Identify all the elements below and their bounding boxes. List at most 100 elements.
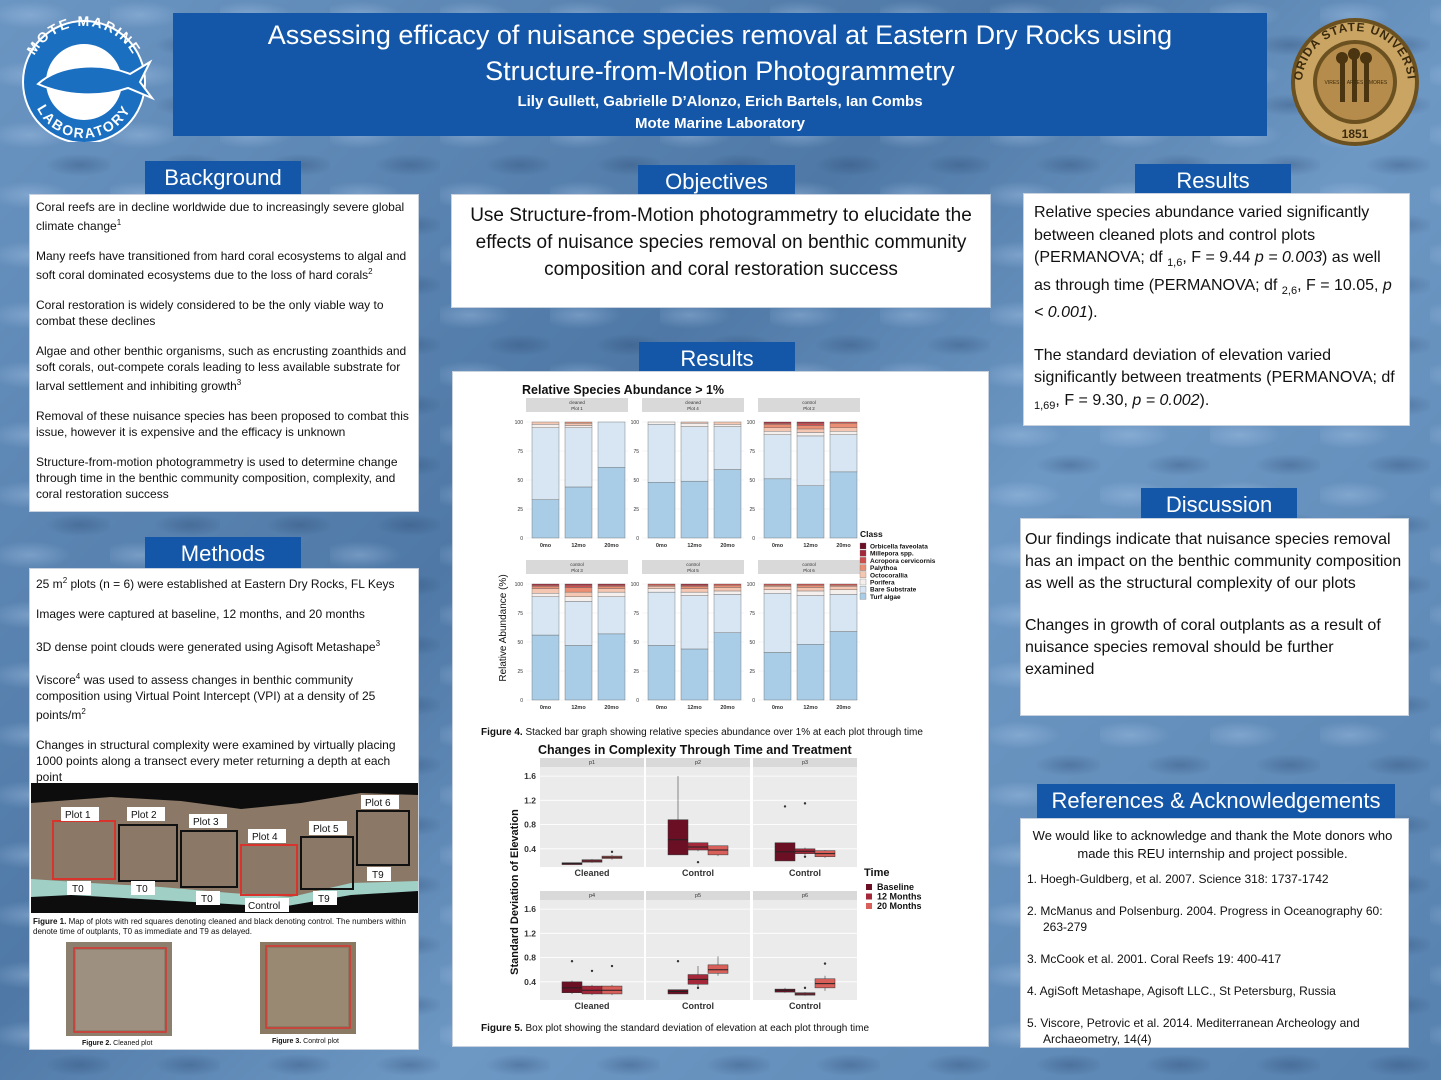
seal-year: 1851: [1342, 127, 1369, 141]
abundance-y-tick: 25: [749, 669, 755, 675]
abundance-strip-label: control: [686, 562, 700, 567]
abundance-x-tick: 12mo: [571, 543, 586, 549]
methods-p2: Images were captured at baseline, 12 mon…: [36, 607, 365, 621]
complexity-legend-swatch: [866, 893, 872, 900]
reference-item: 2. McManus and Polsenburg. 2004. Progres…: [1027, 904, 1383, 934]
abundance-y-tick: 100: [515, 582, 524, 588]
torches-icon: [1336, 48, 1372, 102]
abundance-bar-segment: [531, 588, 560, 594]
abundance-strip-label: Plot 4: [687, 406, 699, 411]
abundance-bar-segment: [531, 634, 560, 701]
title-banner: Assessing efficacy of nuisance species r…: [173, 13, 1267, 136]
abundance-y-tick: 50: [749, 478, 755, 484]
abundance-bar-segment: [647, 424, 676, 483]
abundance-bar-segment: [763, 478, 792, 539]
abundance-y-tick: 75: [517, 611, 523, 617]
abundance-bar-segment: [680, 648, 709, 701]
discussion-p2: Changes in growth of coral outplants as …: [1025, 617, 1381, 678]
abundance-legend-label: Turf algae: [870, 594, 901, 601]
abundance-bar-segment: [531, 583, 560, 586]
abundance-bar-segment: [829, 431, 858, 435]
complexity-outlier: [803, 986, 807, 990]
abundance-bar-segment: [796, 425, 825, 430]
abundance-chart-title: Relative Species Abundance > 1%: [522, 383, 724, 397]
abundance-strip-label: Plot 2: [803, 406, 815, 411]
abundance-legend-label: Acropora cervicornis: [870, 558, 936, 565]
abundance-bar-segment: [796, 485, 825, 539]
abundance-strip-label: cleaned: [569, 400, 585, 405]
abundance-x-tick: 0mo: [772, 543, 784, 549]
complexity-panel-strip: [753, 758, 857, 767]
abundance-bar-segment: [680, 588, 709, 593]
abundance-x-tick: 20mo: [720, 705, 735, 711]
abundance-bar-segment: [531, 424, 560, 428]
map-label: T0: [72, 884, 84, 895]
complexity-outlier: [696, 860, 700, 864]
map-label: Plot 2: [131, 810, 157, 821]
results-right-header: Results: [1135, 164, 1291, 198]
abundance-bar-segment: [647, 645, 676, 701]
abundance-bar-segment: [796, 595, 825, 645]
abundance-x-tick: 0mo: [540, 705, 552, 711]
abundance-y-label: Relative Abundance (%): [498, 574, 509, 681]
map-label: Control: [248, 901, 280, 912]
abundance-legend-label: Bare Substrate: [870, 587, 917, 594]
abundance-x-tick: 20mo: [604, 705, 619, 711]
abundance-bar-segment: [796, 584, 825, 588]
abundance-bar-segment: [597, 596, 626, 635]
abundance-y-tick: 50: [749, 640, 755, 646]
abundance-bar-segment: [564, 601, 593, 646]
abundance-strip-label: Plot 6: [803, 568, 815, 573]
abundance-y-tick: 50: [633, 478, 639, 484]
results-right-p1: Relative species abundance varied signif…: [1034, 204, 1392, 322]
abundance-bar-segment: [647, 421, 676, 425]
abundance-y-tick: 75: [633, 449, 639, 455]
abundance-bar-segment: [531, 586, 560, 589]
abundance-legend-swatch: [859, 586, 867, 593]
abundance-bar-segment: [597, 633, 626, 701]
abundance-x-tick: 12mo: [687, 705, 702, 711]
references-panel: We would like to acknowledge and thank t…: [1020, 818, 1409, 1048]
abundance-y-tick: 25: [517, 507, 523, 513]
abundance-legend-label: Porifera: [870, 580, 895, 587]
abundance-panel-strip: [758, 398, 860, 412]
abundance-bar-segment: [680, 422, 709, 427]
abundance-y-tick: 0: [520, 698, 523, 704]
complexity-legend-label: 20 Months: [877, 901, 922, 911]
complexity-y-tick: 0.8: [524, 953, 536, 963]
plot-5-square: [300, 836, 354, 890]
complexity-legend-title: Time: [864, 867, 889, 879]
abundance-bar-segment: [564, 421, 593, 424]
abundance-bar-segment: [680, 426, 709, 482]
discussion-header: Discussion: [1141, 488, 1297, 522]
map-label: Plot 3: [193, 817, 219, 828]
complexity-panel-strip: [646, 758, 750, 767]
fsu-seal-logo: FLORIDA STATE UNIVERSITY VIRES ARTES MOR…: [1284, 14, 1419, 146]
abundance-legend-label: Orbicella faveolata: [870, 544, 928, 551]
abundance-legend-label: Octocorallia: [870, 572, 908, 579]
abundance-bar-segment: [829, 583, 858, 586]
abundance-y-tick: 25: [749, 507, 755, 513]
discussion-panel: Our findings indicate that nuisance spec…: [1020, 518, 1409, 716]
complexity-outlier: [570, 960, 574, 963]
abundance-bar-segment: [829, 589, 858, 595]
complexity-y-tick: 1.2: [524, 928, 536, 938]
abundance-bar-segment: [796, 644, 825, 701]
abundance-strip-label: control: [570, 562, 584, 567]
abundance-y-tick: 75: [749, 611, 755, 617]
abundance-y-tick: 0: [520, 536, 523, 542]
abundance-bar-segment: [597, 467, 626, 539]
abundance-bar-segment: [531, 427, 560, 500]
abundance-x-tick: 20mo: [836, 705, 851, 711]
complexity-strip-label: p6: [802, 893, 808, 899]
abundance-bar-segment: [829, 434, 858, 473]
abundance-bar-segment: [763, 589, 792, 594]
figure-2-caption: Figure 2. Cleaned plot: [82, 1040, 153, 1047]
methods-p1: 25 m2 plots (n = 6) were established at …: [36, 576, 395, 591]
abundance-strip-label: Plot 5: [687, 568, 699, 573]
plot-3-square: [180, 830, 238, 888]
complexity-strip-label: p3: [802, 760, 808, 766]
abundance-bar-segment: [713, 426, 742, 470]
abundance-x-tick: 0mo: [656, 705, 668, 711]
